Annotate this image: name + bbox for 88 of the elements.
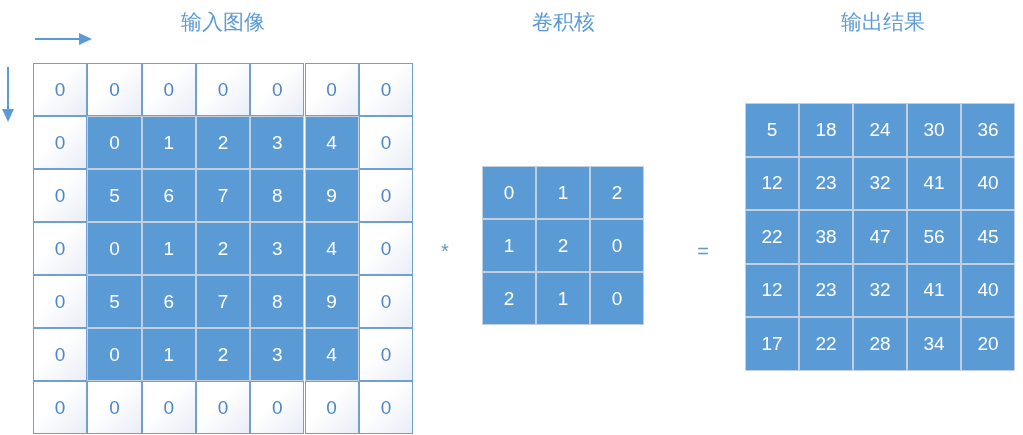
grid-cell: 0	[141, 381, 196, 434]
grid-cell: 4	[304, 116, 359, 169]
grid-cell: 0	[482, 166, 536, 219]
grid-cell: 4	[304, 222, 359, 275]
grid-cell: 0	[87, 222, 142, 275]
grid-cell: 0	[33, 381, 88, 434]
grid-cell: 9	[304, 275, 359, 328]
grid-cell: 0	[358, 116, 414, 169]
grid-cell: 22	[745, 210, 799, 264]
grid-cell: 5	[87, 275, 142, 328]
grid-cell: 0	[304, 63, 359, 116]
grid-cell: 0	[33, 222, 88, 275]
grid-cell: 40	[961, 156, 1015, 210]
grid-cell: 0	[195, 381, 251, 434]
grid-cell: 34	[907, 317, 961, 371]
grid-cell: 3	[250, 116, 305, 169]
grid-cell: 36	[961, 103, 1015, 157]
grid-cell: 5	[745, 103, 799, 157]
grid-cell: 2	[590, 166, 644, 219]
grid-cell: 0	[33, 63, 88, 116]
grid-cell: 4	[304, 328, 359, 381]
grid-cell: 1	[141, 116, 196, 169]
grid-cell: 1	[536, 166, 590, 219]
grid-cell: 6	[141, 169, 196, 222]
grid-cell: 41	[907, 263, 961, 317]
grid-cell: 0	[358, 169, 414, 222]
grid-cell: 23	[799, 263, 853, 317]
grid-cell: 1	[482, 219, 536, 272]
grid-cell: 0	[358, 328, 414, 381]
grid-cell: 0	[358, 63, 414, 116]
grid-cell: 0	[358, 381, 414, 434]
grid-cell: 0	[590, 219, 644, 272]
grid-cell: 5	[87, 169, 142, 222]
grid-cell: 8	[250, 169, 305, 222]
grid-cell: 28	[853, 317, 907, 371]
grid-cell: 1	[536, 272, 590, 325]
grid-cell: 0	[195, 63, 251, 116]
grid-cell: 7	[195, 275, 251, 328]
operator-sign: =	[697, 240, 709, 263]
grid-cell: 0	[33, 275, 88, 328]
grid-cell: 32	[853, 156, 907, 210]
grid-title: 输出结果	[841, 9, 925, 35]
grid-cell: 7	[195, 169, 251, 222]
grid-cell: 6	[141, 275, 196, 328]
grid-cell: 56	[907, 210, 961, 264]
grid-cell: 0	[33, 328, 88, 381]
grid-cell: 8	[250, 275, 305, 328]
grid-cell: 24	[853, 103, 907, 157]
grid-cell: 45	[961, 210, 1015, 264]
grid-cell: 0	[250, 63, 305, 116]
grid-cell: 0	[87, 116, 142, 169]
operator-sign: *	[441, 240, 449, 263]
grid-cell: 0	[358, 222, 414, 275]
grid-title: 输入图像	[181, 9, 265, 35]
grid-cell: 17	[745, 317, 799, 371]
grid-cell: 0	[87, 328, 142, 381]
grid-cell: 22	[799, 317, 853, 371]
grid-cell: 0	[141, 63, 196, 116]
grid-title: 卷积核	[531, 9, 595, 35]
grid-cell: 18	[799, 103, 853, 157]
grid-cell: 47	[853, 210, 907, 264]
grid-cell: 2	[482, 272, 536, 325]
grid-cell: 0	[250, 381, 305, 434]
grid-cell: 3	[250, 328, 305, 381]
grid-cell: 12	[745, 263, 799, 317]
grid-cell: 0	[33, 169, 88, 222]
grid-cell: 9	[304, 169, 359, 222]
grid-cell: 38	[799, 210, 853, 264]
grid-cell: 0	[590, 272, 644, 325]
grid-cell: 1	[141, 222, 196, 275]
grid-cell: 20	[961, 317, 1015, 371]
grid-cell: 2	[195, 222, 251, 275]
grid-cell: 0	[358, 275, 414, 328]
grid-cell: 0	[87, 381, 142, 434]
grid-cell: 40	[961, 263, 1015, 317]
grid-cell: 2	[195, 116, 251, 169]
grid-cell: 12	[745, 156, 799, 210]
grid-cell: 41	[907, 156, 961, 210]
grid-cell: 0	[33, 116, 88, 169]
grid-cell: 32	[853, 263, 907, 317]
grid-cell: 3	[250, 222, 305, 275]
grid-cell: 0	[87, 63, 142, 116]
grid-cell: 2	[195, 328, 251, 381]
grid-cell: 0	[304, 381, 359, 434]
grid-cell: 23	[799, 156, 853, 210]
grid-cell: 2	[536, 219, 590, 272]
grid-cell: 30	[907, 103, 961, 157]
grid-cell: 1	[141, 328, 196, 381]
